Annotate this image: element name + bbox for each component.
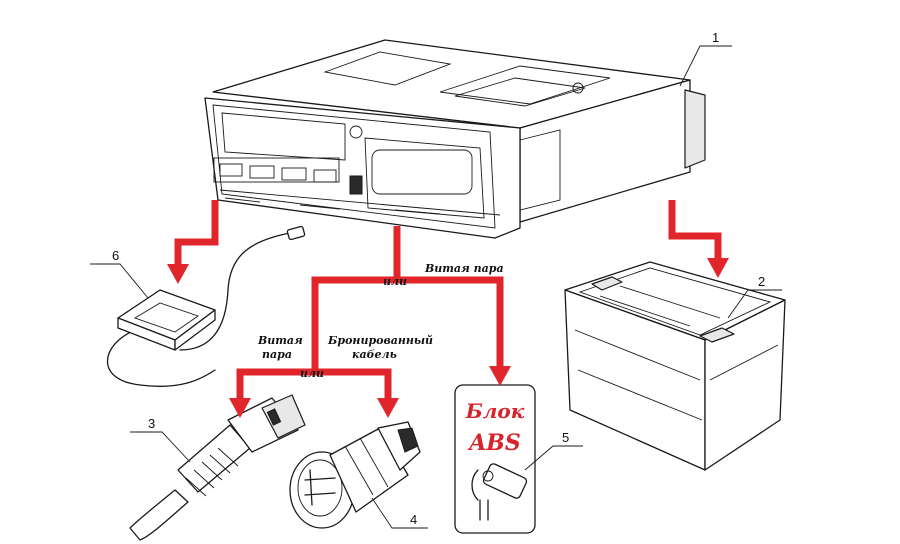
tachograph-unit xyxy=(204,39,706,239)
label-armored-2: кабель xyxy=(352,348,397,361)
pulse-sensor xyxy=(289,421,421,529)
label-twisted-pair-left-2: пара xyxy=(262,348,292,361)
abs-block-line2: ABS xyxy=(467,430,521,456)
label-twisted-pair-top: Витая пара xyxy=(424,262,504,275)
label-ili-left: или xyxy=(300,367,324,380)
callout-3-number: 3 xyxy=(148,416,155,431)
label-armored-1: Бронированный xyxy=(327,334,433,347)
speed-sensor xyxy=(129,394,306,541)
callout-5-number: 5 xyxy=(562,430,569,445)
callout-2: 2 xyxy=(727,274,782,319)
gps-antenna xyxy=(107,225,306,387)
label-ili-top: или xyxy=(383,275,407,288)
callout-2-number: 2 xyxy=(758,274,765,289)
callout-1: 1 xyxy=(679,30,732,87)
abs-block: Блок ABS xyxy=(454,384,536,534)
callout-3: 3 xyxy=(130,416,191,463)
callout-1-number: 1 xyxy=(712,30,719,45)
label-twisted-pair-left-1: Витая xyxy=(257,334,303,347)
callout-5: 5 xyxy=(524,430,583,471)
connection-arrows xyxy=(167,200,729,418)
callout-4-number: 4 xyxy=(410,512,417,527)
callout-6-number: 6 xyxy=(112,248,119,263)
battery xyxy=(564,261,786,471)
callout-4: 4 xyxy=(371,497,428,529)
callout-6: 6 xyxy=(90,248,149,299)
abs-sensor xyxy=(471,463,528,521)
abs-block-line1: Блок xyxy=(465,399,525,423)
